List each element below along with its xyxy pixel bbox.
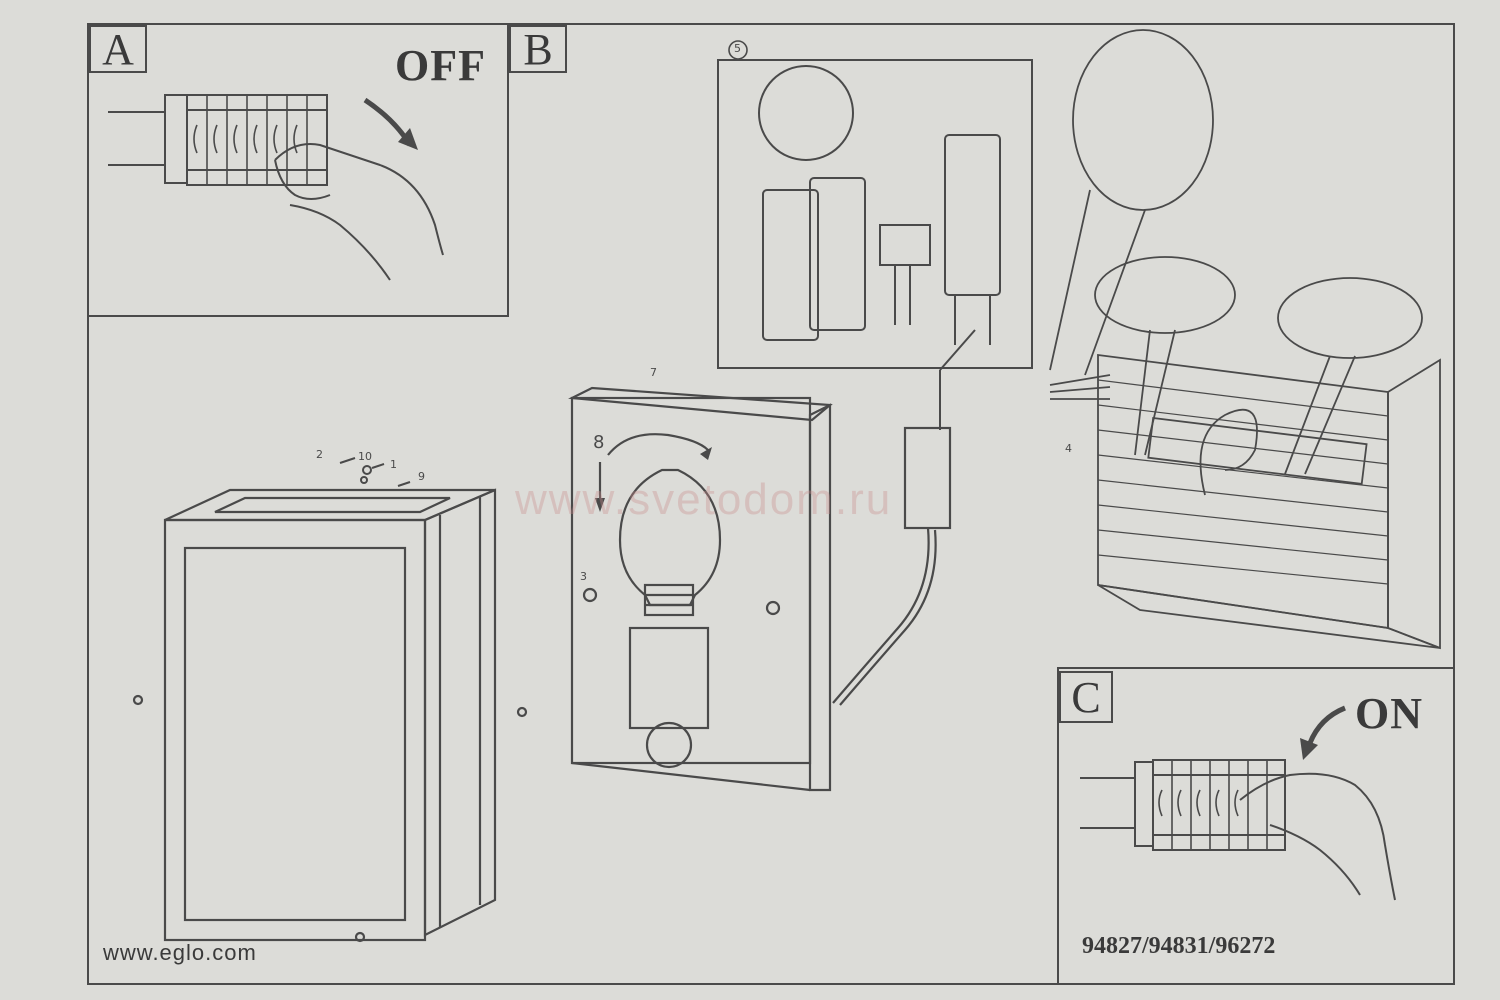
watermark: www.svetodom.ru [515,475,893,524]
wiring-detail-inset [717,59,1033,430]
lamp-housing-drawing [132,488,528,943]
panel-b-letter: B [523,25,553,74]
cable-and-connector [832,426,952,706]
arrowhead-down-icon [398,128,418,150]
screws-group [339,457,411,487]
model-numbers: 94827/94831/96272 [1082,933,1276,959]
panel-c-letter: C [1071,673,1101,722]
panel-b-letter-box [509,25,567,73]
step-5-marker [728,40,748,60]
step-number: 5 [734,42,741,55]
rotate-arrow-icon [700,447,712,460]
step-number: 8 [593,432,605,453]
arrowhead-up-icon [1300,738,1318,760]
panel-a-letter: A [102,25,134,74]
arrow-up-icon [1307,705,1346,744]
panel-a-box [87,23,509,317]
website-label: www.eglo.com [103,940,257,965]
step-number: 10 [358,450,372,463]
breaker-on-illustration [1080,759,1396,901]
down-arrow-icon [595,498,605,512]
step-number: 2 [316,448,323,461]
off-label: OFF [395,41,486,90]
panel-a-letter-box [89,25,147,73]
step-number: 7 [650,366,657,379]
panel-c-box [1057,667,1455,985]
step-number: 4 [1065,442,1072,455]
on-label: ON [1355,689,1423,738]
outer-frame [87,23,1455,985]
step-number: 3 [580,570,587,583]
brick-wall-drawing [1049,29,1441,650]
breaker-off-illustration [108,94,444,281]
mounting-plate-drawing [568,386,833,792]
panel-c-letter-box [1059,671,1113,723]
step-number: 9 [418,470,425,483]
step-number: 1 [390,458,397,471]
